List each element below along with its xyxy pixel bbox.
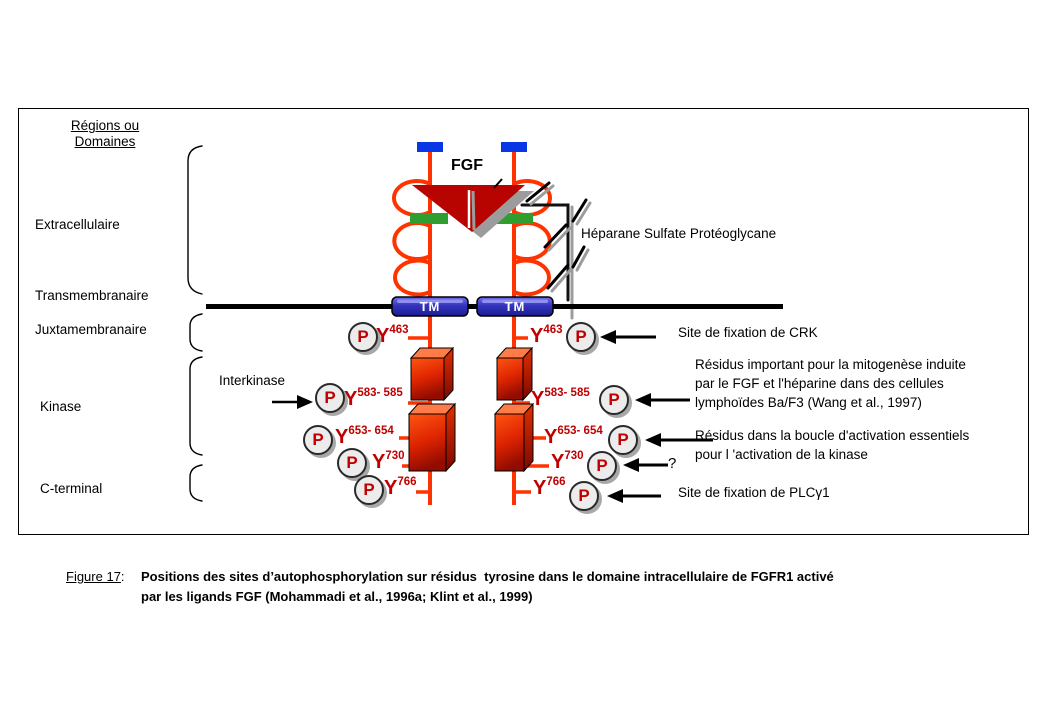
annotation-mitogenesis-line3: lymphoïdes Ba/F3 (Wang et al., 1997): [695, 395, 922, 410]
bracket-cterminal-icon: [189, 464, 203, 502]
tm-box-left: [391, 296, 469, 317]
regions-header-line2: Domaines: [74, 134, 136, 149]
caption-label: Figure 17:: [66, 567, 125, 587]
phosphate-badge: P: [587, 451, 617, 481]
annotation-mitogenesis-line1: Résidus important pour la mitogenèse ind…: [695, 357, 966, 372]
region-label-transmembrane: Transmembranaire: [35, 288, 149, 303]
phospho-site-ticks: [399, 336, 549, 494]
phosphate-badge: P: [348, 322, 378, 352]
arrow-y730-icon: [623, 458, 668, 472]
caption-figure-number: Figure 17: [66, 569, 121, 584]
kinase-lobe-upper-right: [495, 346, 534, 402]
phosphate-badge: P: [608, 425, 638, 455]
nterm-cap-left: [417, 142, 443, 152]
arrow-interkinase-icon: [272, 395, 313, 409]
y-label-730-left: Y730: [372, 450, 405, 473]
y-label-730-right: Y730: [551, 450, 584, 473]
phosphate-badge: P: [566, 322, 596, 352]
bracket-kinase-icon: [189, 356, 203, 456]
phosphate-badge: P: [569, 481, 599, 511]
fgf-label: FGF: [451, 157, 483, 174]
regions-header: Régions ou Domaines: [47, 118, 163, 150]
ig-domain-loops-left: [391, 179, 431, 297]
y-label-653-654-left: Y653- 654: [335, 425, 394, 448]
caption-text: Positions des sites d’autophosphorylatio…: [141, 567, 834, 607]
hspg-label: Héparane Sulfate Protéoglycane: [581, 226, 777, 241]
arrow-mitogenesis-icon: [635, 393, 690, 407]
region-label-kinase: Kinase: [40, 399, 82, 414]
hspg-icon: [520, 181, 592, 320]
acid-box-left: [410, 213, 448, 224]
region-label-cterminal: C-terminal: [40, 481, 103, 496]
nterm-cap-right: [501, 142, 527, 152]
caption-line2: par les ligands FGF (Mohammadi et al., 1…: [141, 589, 533, 604]
phosphate-badge: P: [337, 448, 367, 478]
region-label-extracellular: Extracellulaire: [35, 217, 120, 232]
caption-separator: :: [120, 569, 125, 584]
y-label-583-585-left: Y583- 585: [344, 387, 403, 410]
kinase-lobe-lower-right: [493, 402, 535, 473]
caption-line1: Positions des sites d’autophosphorylatio…: [141, 569, 834, 584]
y-label-583-585-right: Y583- 585: [531, 387, 590, 410]
tm-label-right: TM: [504, 299, 526, 314]
annotation-mitogenesis: Résidus important pour la mitogenèse ind…: [695, 355, 966, 412]
tm-label-left: TM: [419, 299, 441, 314]
acid-box-right: [495, 213, 533, 224]
y-label-653-654-right: Y653- 654: [544, 425, 603, 448]
regions-header-line1: Régions ou: [70, 118, 140, 133]
y-label-463-left: Y463: [376, 324, 409, 347]
annotation-mitogenesis-line2: par le FGF et l'héparine dans des cellul…: [695, 376, 944, 391]
phosphate-badge: P: [354, 475, 384, 505]
y-label-463-right: Y463: [530, 324, 563, 347]
bracket-extracellular-icon: [187, 145, 203, 295]
tm-box-right: [476, 296, 554, 317]
annotation-activation-line1: Résidus dans la boucle d'activation esse…: [695, 428, 970, 443]
interkinase-label: Interkinase: [219, 373, 286, 388]
region-label-juxtamembrane: Juxtamembranaire: [35, 322, 147, 337]
phosphate-badge: P: [315, 383, 345, 413]
y-label-766-left: Y766: [384, 476, 417, 499]
annotation-activation-line2: pour l 'activation de la kinase: [695, 447, 868, 462]
kinase-lobe-lower-left: [407, 402, 457, 473]
annotation-crk: Site de fixation de CRK: [678, 325, 818, 340]
arrow-crk-icon: [600, 330, 656, 344]
arrow-activation-icon: [645, 433, 713, 447]
bracket-juxtamembrane-icon: [189, 313, 203, 352]
annotation-question-mark: ?: [668, 455, 677, 472]
arrow-plc-icon: [607, 489, 661, 503]
phosphate-badge: P: [303, 425, 333, 455]
annotation-plc: Site de fixation de PLCγ1: [678, 485, 830, 500]
phosphate-badge: P: [599, 385, 629, 415]
fgf-ligand-icon: [412, 178, 534, 238]
y-label-766-right: Y766: [533, 476, 566, 499]
kinase-lobe-upper-left: [409, 346, 455, 402]
annotation-activation-loop: Résidus dans la boucle d'activation esse…: [695, 426, 969, 464]
